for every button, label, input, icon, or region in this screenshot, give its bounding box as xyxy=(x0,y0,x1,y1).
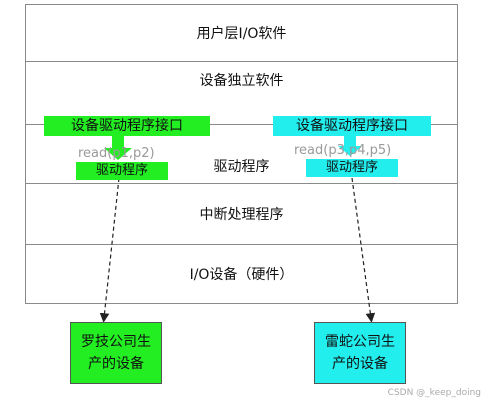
layer-interrupt-handler-label: 中断处理程序 xyxy=(199,207,284,223)
razer-device-line1: 雷蛇公司生 xyxy=(325,334,395,350)
layer-device-independent-software-label: 设备独立软件 xyxy=(199,73,284,89)
layer-interrupt-handler: 中断处理程序 xyxy=(25,183,458,245)
left-driver-interface: 设备驱动程序接口 xyxy=(44,116,210,136)
left-driver-program: 驱动程序 xyxy=(76,162,168,180)
right-read-call: read(p3,p4,p5) xyxy=(294,143,392,158)
watermark: CSDN @_keep_doing xyxy=(387,388,481,398)
right-driver-interface: 设备驱动程序接口 xyxy=(273,116,431,136)
razer-device: 雷蛇公司生 产的设备 xyxy=(314,322,406,384)
logitech-device: 罗技公司生 产的设备 xyxy=(70,322,162,384)
right-driver-program: 驱动程序 xyxy=(306,159,398,177)
logitech-device-line1: 罗技公司生 xyxy=(81,334,151,350)
left-read-call: read(p1,p2) xyxy=(78,146,155,161)
layer-user-io-software-label: 用户层I/O软件 xyxy=(196,26,287,42)
razer-device-line2: 产的设备 xyxy=(332,356,388,372)
layer-io-device-hardware-label: I/O设备（硬件） xyxy=(189,267,294,283)
layer-user-io-software: 用户层I/O软件 xyxy=(25,4,458,62)
layer-driver-program-label: 驱动程序 xyxy=(213,159,270,175)
layer-io-device-hardware: I/O设备（硬件） xyxy=(25,244,458,304)
layer-device-independent-software: 设备独立软件 xyxy=(25,61,458,125)
logitech-device-line2: 产的设备 xyxy=(88,356,144,372)
